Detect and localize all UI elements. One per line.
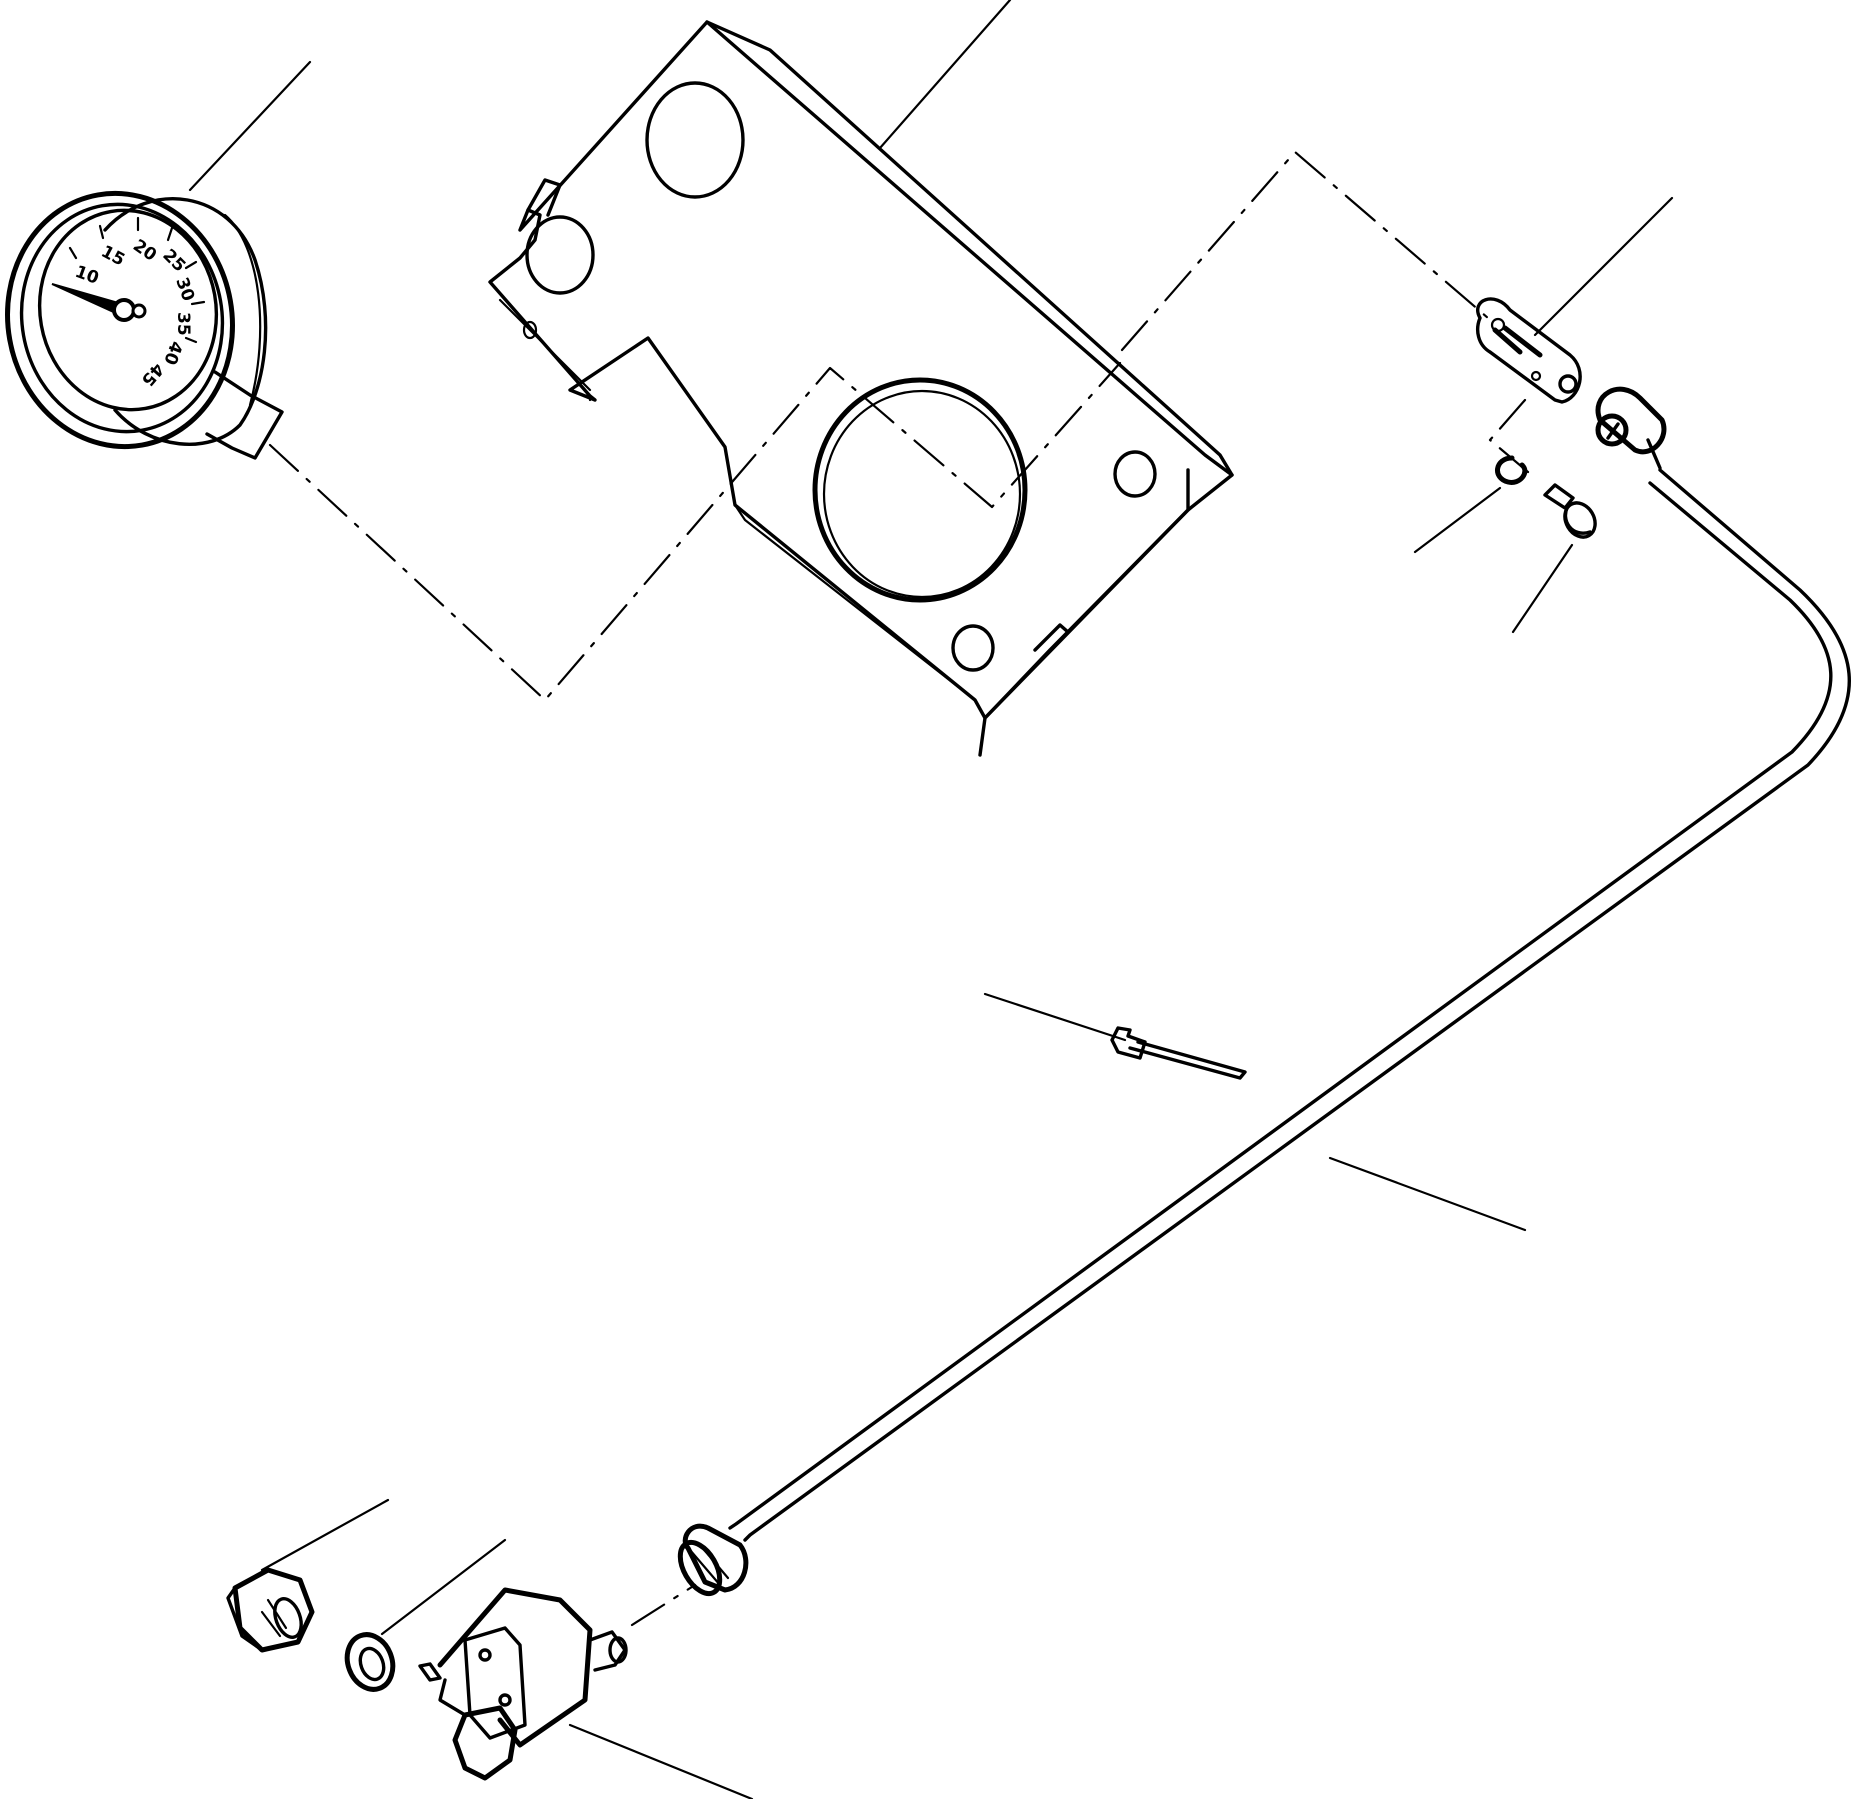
tube-outer (743, 468, 1851, 1542)
plate-top-flange (705, 20, 1234, 477)
sender-terminal-end (608, 1636, 628, 1664)
gauge-scale-ticks (68, 216, 206, 344)
leader-line-pin (983, 992, 1127, 1042)
plate-notch-edge (498, 298, 592, 402)
leader-line-tube (1328, 1156, 1527, 1232)
centerline-sender (630, 1583, 697, 1627)
dial-label-45: 45 (137, 359, 168, 390)
plate-right-flange (978, 468, 1190, 757)
leader-line-washer-seal (380, 1538, 507, 1636)
centerline-bracket (1120, 150, 1490, 352)
plate-hole-gauge-inner (822, 389, 1022, 599)
sender-stem (418, 1662, 442, 1682)
dial-label-15: 15 (98, 242, 128, 271)
sender-hole-top (478, 1648, 492, 1662)
lock-washer (1413, 455, 1528, 554)
sender-unit (418, 1587, 754, 1799)
dial-label-35: 35 (173, 312, 193, 336)
tube-top-fitting-face (1595, 413, 1629, 447)
leader-line-plate (878, 0, 1012, 150)
cable-clip (1476, 196, 1674, 404)
gauge-needle-hub (112, 298, 136, 322)
gauge-dial-face (37, 208, 219, 412)
tube-top-fitting (1595, 386, 1667, 455)
leader-line-screw (1511, 543, 1574, 634)
plate-lower-edge (733, 503, 977, 702)
dial-label-10: 10 (72, 262, 101, 289)
clip-hole-right (1558, 374, 1578, 394)
dial-label-20: 20 (129, 236, 160, 266)
clip-rivet (1530, 370, 1542, 382)
plate-hole-large-top (645, 81, 745, 199)
plate-hole-small-bottom (951, 624, 995, 672)
sender-flange (463, 1626, 527, 1740)
leader-line-gauge (188, 60, 312, 192)
plate-hole-medium (525, 215, 595, 295)
plate-outline (488, 20, 1234, 720)
plate-left-tab (526, 178, 562, 217)
capillary-tube (677, 386, 1851, 1597)
leader-line-adapter (260, 1498, 390, 1572)
pin-shaft (1128, 1040, 1247, 1080)
clip-slot (1492, 325, 1543, 358)
gauge-needle (51, 283, 124, 316)
centerline-screw (1488, 398, 1530, 474)
gauge-housing-ring (223, 213, 262, 407)
plate-hole-gauge (812, 377, 1028, 603)
leader-line-clip (1533, 196, 1674, 337)
plate-hole-tab (522, 320, 538, 340)
gauge-mounting-tab (205, 370, 284, 460)
gauge-bezel-inner (19, 202, 225, 434)
sender-body (437, 1587, 593, 1748)
leader-line-sender (568, 1723, 754, 1799)
pin-head (1110, 1026, 1147, 1060)
assembly-center-lines (268, 150, 1530, 1627)
adapter-nut-bore (273, 1597, 303, 1639)
gauge-bezel (5, 190, 235, 450)
sender-hole-bottom (498, 1693, 512, 1707)
gauge-hub-screw (131, 303, 147, 319)
gauge-assembly: 10 15 20 25 30 35 40 45 (5, 60, 312, 460)
plate-bottom-tab (1033, 623, 1070, 658)
dial-label-25: 25 (158, 245, 189, 276)
leader-line-washer (1413, 486, 1502, 554)
centerline-gauge-to-plate (268, 361, 1122, 702)
dial-label-40: 40 (159, 338, 186, 367)
tube-inner (728, 481, 1833, 1530)
dial-label-30: 30 (171, 275, 198, 304)
gauge-housing (103, 197, 268, 446)
clip-body (1476, 297, 1582, 404)
adapter-nut (226, 1498, 390, 1653)
sealing-washer (344, 1538, 507, 1692)
plate-hole-small-right (1113, 450, 1157, 498)
pin (983, 992, 1247, 1080)
adapter-nut-hex (232, 1567, 315, 1653)
clip-hole-left (1490, 317, 1506, 333)
screw (1511, 483, 1597, 634)
sender-hex (452, 1705, 518, 1781)
tube-bottom-fitting (682, 1523, 749, 1593)
mounting-plate (488, 0, 1234, 757)
